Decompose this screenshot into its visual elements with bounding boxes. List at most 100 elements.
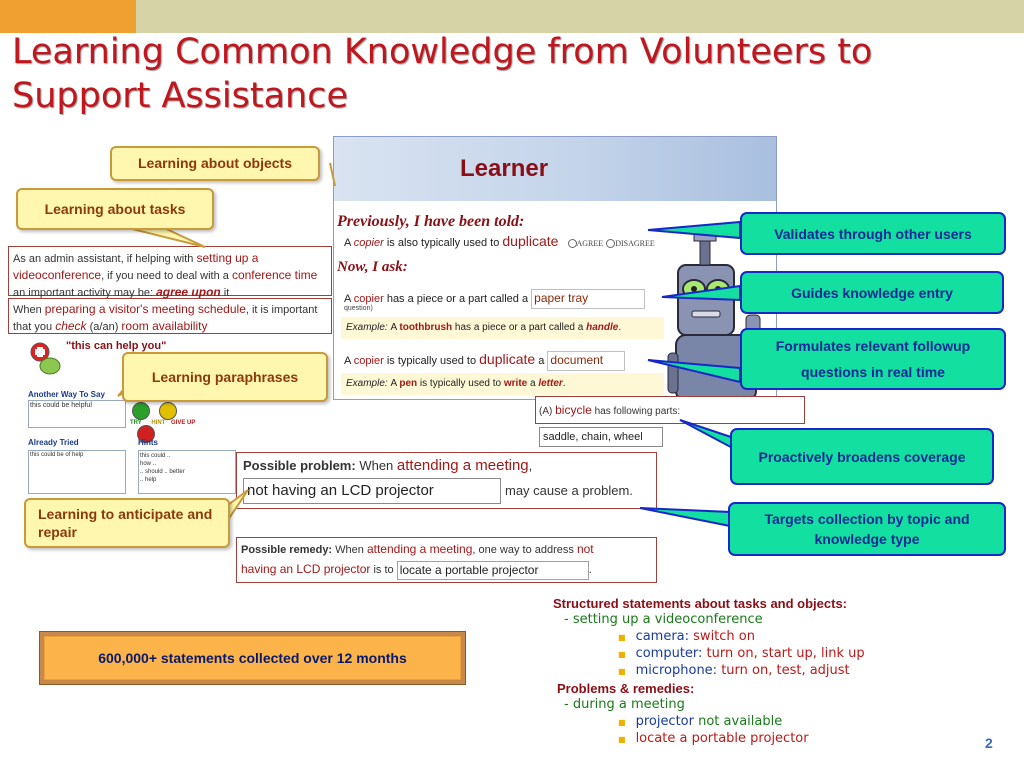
learner-row-2: A copier has a piece or a part called a … [344, 289, 646, 309]
text: has following parts: [591, 406, 681, 417]
callout-formulates: Formulates relevant followup questions i… [740, 328, 1006, 390]
remedy-input[interactable]: locate a portable projector [396, 560, 589, 580]
task-preparing: preparing a visitor's meeting schedule [44, 302, 246, 316]
already-tried-field[interactable]: this could be of help [28, 450, 126, 494]
task-statement-panel-2: When preparing a visitor's meeting sched… [8, 298, 332, 334]
structured-object: camera: [635, 629, 690, 644]
help-heading: "this can help you" [66, 340, 167, 352]
bicycle-row: (A) bicycle has following parts: saddle,… [535, 396, 805, 448]
bullet-icon: ■ [618, 718, 626, 727]
structured-item: ■camera: switch on [618, 629, 755, 644]
bullet-icon: ■ [618, 650, 626, 659]
text: A [344, 355, 354, 367]
remedy-value: locate a portable projector [635, 731, 809, 746]
structured-value: switch on [689, 629, 755, 644]
anticipate-pointer [227, 489, 249, 524]
problem-item: ■ projector not available [618, 714, 782, 729]
task-text: (a/an) [86, 321, 122, 333]
text: A [344, 237, 354, 249]
verb-duplicate: duplicate [479, 351, 536, 367]
stats-box: 600,000+ statements collected over 12 mo… [39, 631, 466, 685]
traffic-lights [132, 402, 200, 448]
task-text: , if you need to deal with a [101, 270, 232, 282]
task-conference-time: conference time [231, 268, 318, 282]
callout-broadens: Proactively broadens coverage [730, 428, 994, 485]
callout-paraphrases: Learning paraphrases [122, 352, 328, 402]
text: When [355, 458, 397, 473]
another-way-label: Another Way To Say [28, 390, 105, 399]
text: (A) [539, 406, 556, 417]
stats-text: 600,000+ statements collected over 12 mo… [44, 636, 461, 680]
slide-number: 2 [985, 735, 993, 751]
example-object: pen [399, 378, 418, 389]
callout-targets: Targets collection by topic and knowledg… [728, 502, 1006, 556]
text: a [535, 355, 548, 367]
object-copier: copier [353, 355, 384, 367]
example-2: Example: A pen is typically used to writ… [341, 373, 664, 395]
learner-row-1: A copier is also typically used to dupli… [344, 233, 655, 249]
structured-object: microphone: [635, 663, 718, 678]
example-label: Example: [346, 322, 391, 333]
text-not: not [576, 542, 594, 556]
text: has a piece or a part called a [452, 322, 587, 333]
try-label: TRY [130, 420, 142, 426]
learner-row-3: A copier is typically used to duplicate … [344, 351, 626, 372]
text: , one way to address [472, 544, 577, 556]
task-text: an important activity may be: [13, 287, 157, 299]
try-light-icon[interactable] [132, 402, 150, 420]
problem-object: projector [635, 714, 694, 729]
top-bar [136, 0, 1024, 33]
structured-heading: Structured statements about tasks and ob… [553, 596, 848, 611]
top-bar-accent [0, 0, 136, 33]
example-result: letter [538, 378, 563, 389]
hint-light-icon[interactable] [159, 402, 178, 420]
text: When [332, 544, 367, 556]
another-way-field[interactable]: this could be helpful [28, 400, 126, 428]
problems-heading: Problems & remedies: [557, 681, 695, 696]
text: . [562, 378, 566, 389]
disagree-radio[interactable] [606, 238, 616, 248]
answer-duplicate: duplicate [502, 233, 559, 249]
structured-task: - setting up a videoconference [564, 612, 763, 627]
example-1: Example: A toothbrush has a piece or a p… [341, 317, 664, 339]
callout-guides: Guides knowledge entry [740, 271, 1004, 314]
task-text: When [13, 304, 45, 316]
text: is to [370, 564, 397, 576]
text: . [588, 564, 592, 576]
callout-validates: Validates through other users [740, 212, 1006, 255]
give-up-label: GIVE UP [171, 420, 196, 426]
callout-objects: Learning about objects [110, 146, 320, 181]
problem-label: Possible problem: [243, 458, 356, 473]
agree-radio[interactable] [567, 238, 577, 248]
problem-having: having an LCD projector [241, 562, 371, 576]
bicycle-parts-input[interactable]: saddle, chain, wheel [539, 427, 663, 448]
validates-pointer [647, 220, 741, 240]
guides-pointer [661, 284, 741, 302]
problems-task: - during a meeting [564, 697, 685, 712]
text: A [344, 292, 354, 305]
example-verb: write [503, 378, 528, 389]
give-up-light-icon[interactable] [137, 425, 155, 443]
objects-connector [329, 162, 336, 187]
text: is also typically used to [383, 237, 503, 249]
hint-label: HINT [151, 420, 166, 426]
slide-title: Learning Common Knowledge from Volunteer… [12, 32, 873, 116]
text: , [528, 458, 533, 473]
part-input[interactable]: paper tray [531, 289, 646, 309]
structured-item: ■microphone: turn on, test, adjust [618, 663, 850, 678]
structured-object: computer: [635, 646, 703, 661]
task-room: room availability [121, 319, 208, 333]
now-ask-heading: Now, I ask: [337, 259, 408, 275]
task-setting-up: setting up a videoconference [13, 251, 259, 282]
problem-input[interactable]: not having an LCD projector [243, 478, 501, 504]
hints-field[interactable]: this could .. how .. .. should .. better… [138, 450, 236, 494]
text: . [618, 322, 622, 333]
problem-value: not available [693, 714, 783, 729]
example-object: toothbrush [399, 322, 453, 333]
object-copier: copier [353, 237, 384, 249]
text: a [527, 378, 539, 389]
problem-panel: Possible problem: When attending a meeti… [236, 452, 657, 509]
remedy-item: ■locate a portable projector [618, 731, 809, 746]
already-tried-label: Already Tried [28, 438, 79, 447]
use-input[interactable]: document [547, 351, 626, 372]
